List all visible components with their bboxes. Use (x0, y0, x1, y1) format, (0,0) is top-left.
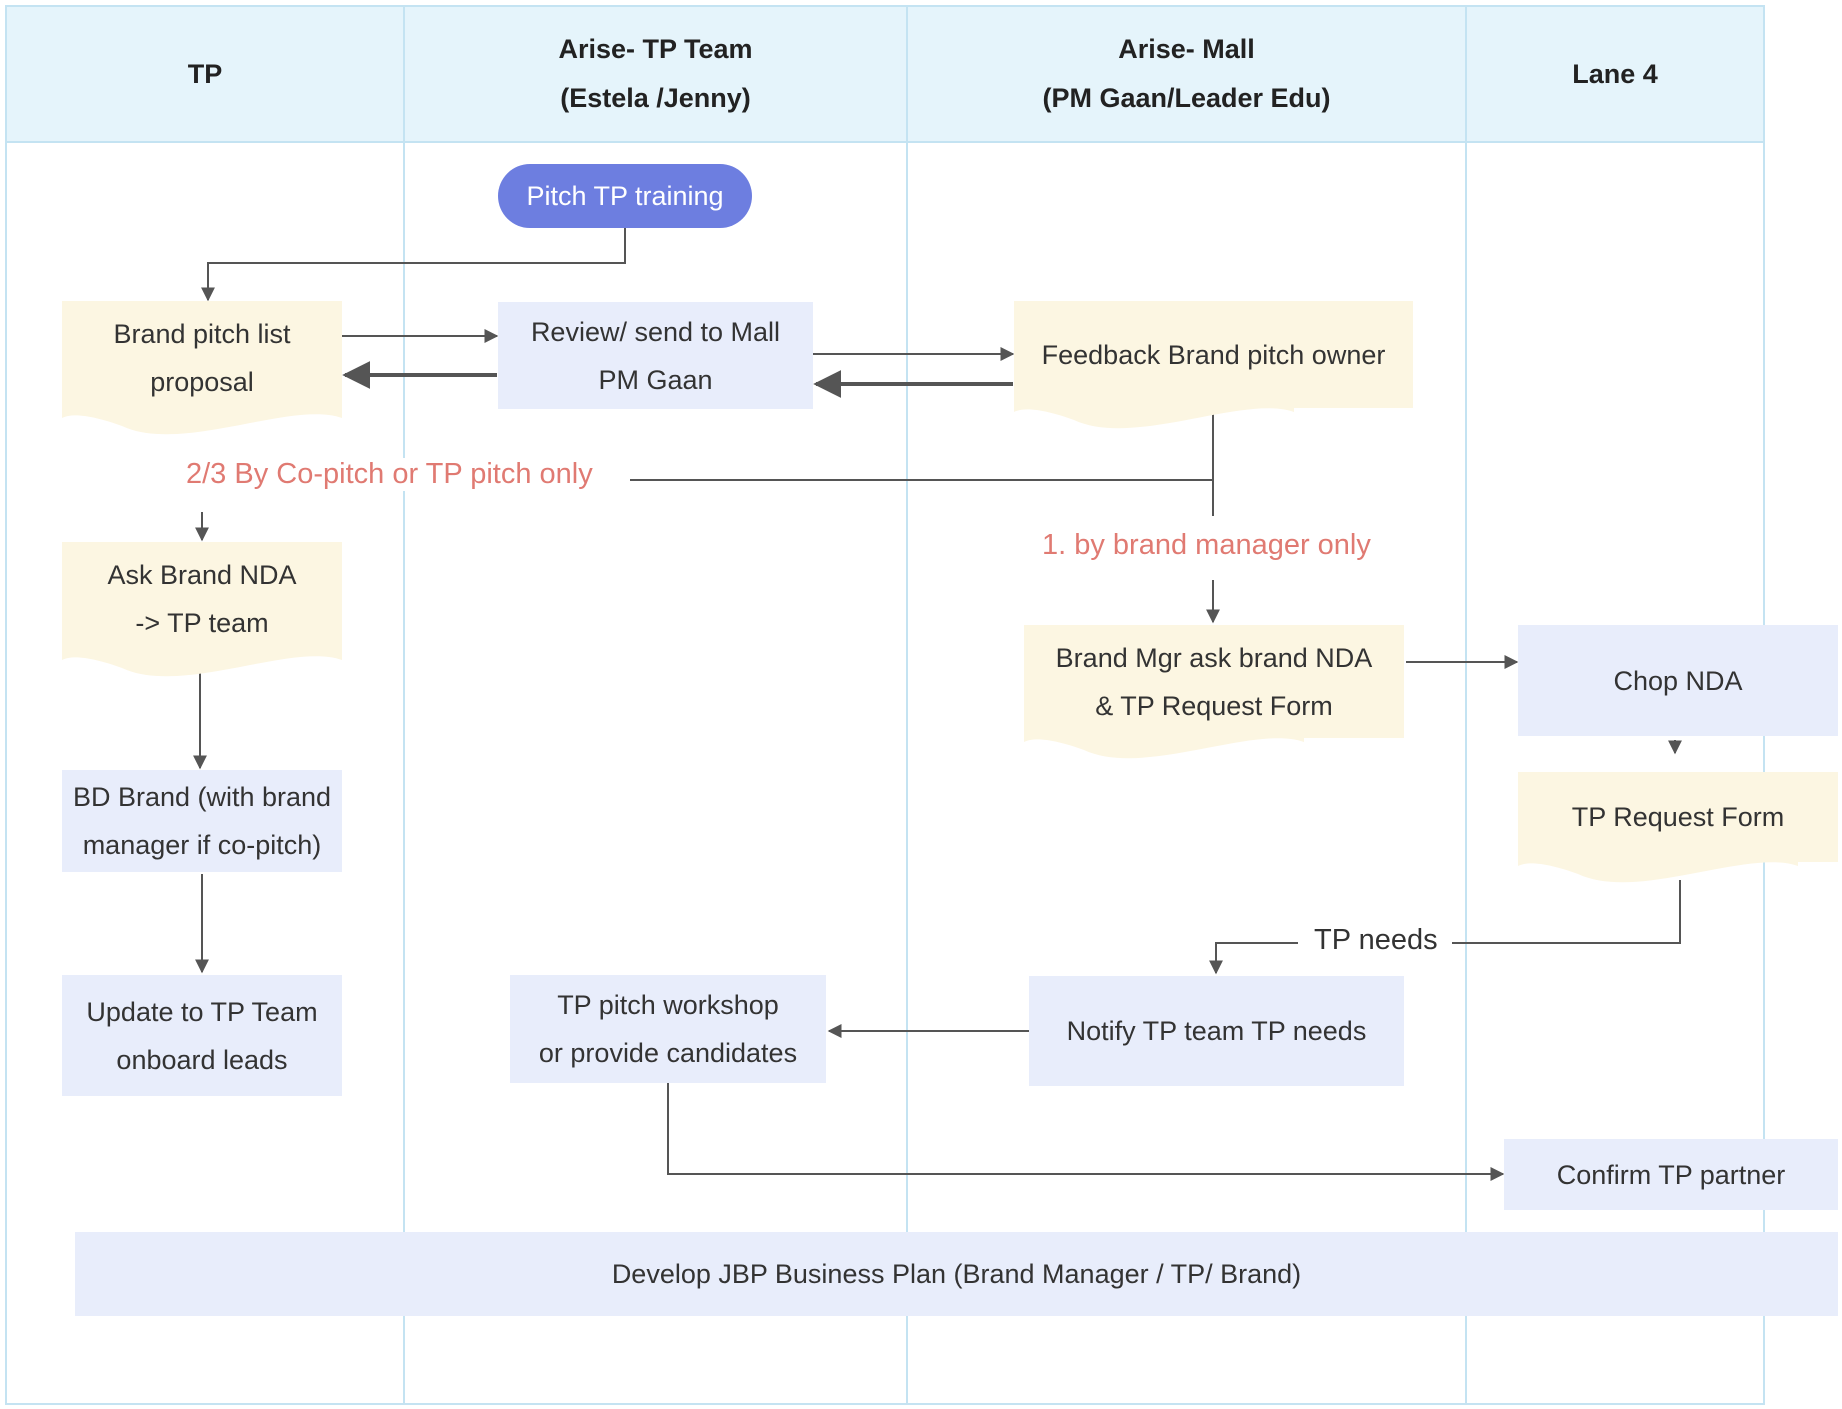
node-label: Pitch TP training (526, 181, 724, 211)
tp-needs-label: TP needs (1308, 924, 1444, 957)
node-label: TP pitch workshop or provide candidates (538, 990, 798, 1068)
review-send-process[interactable]: Review/ send to Mall PM Gaan (498, 302, 813, 409)
node-label: Chop NDA (1613, 665, 1743, 696)
confirm-tp-partner-process[interactable]: Confirm TP partner (1504, 1139, 1838, 1210)
node-label: Feedback Brand pitch owner (1041, 339, 1386, 370)
node-label: Develop JBP Business Plan (Brand Manager… (611, 1259, 1302, 1289)
lane-title: TP (187, 58, 223, 89)
node-label: Confirm TP partner (1556, 1159, 1786, 1190)
node-label: TP Request Form (1571, 802, 1785, 832)
lane-arise-mall: Arise- Mall (PM Gaan/Leader Edu) (906, 5, 1467, 1405)
node-label: Brand Mgr ask brand NDA & TP Request For… (1055, 642, 1373, 721)
connector-pitch-to-list (201, 228, 626, 302)
connector-workshop-to-confirm (667, 1083, 1505, 1181)
connector-tp-needs-to-notify (1209, 942, 1298, 975)
lane-title: Arise- TP Team (Estela /Jenny) (558, 34, 753, 113)
lane-title: Lane 4 (1572, 58, 1658, 89)
lane-header: Lane 4 (1467, 7, 1763, 143)
update-tp-team-process[interactable]: Update to TP Team onboard leads (62, 975, 342, 1096)
brand-manager-branch-label: 1. by brand manager only (1036, 529, 1377, 562)
tp-request-form-document[interactable]: TP Request Form (1518, 772, 1838, 862)
node-label: Update to TP Team onboard leads (86, 996, 318, 1075)
co-pitch-branch-label: 2/3 By Co-pitch or TP pitch only (180, 458, 599, 491)
node-label: Brand pitch list proposal (113, 318, 291, 397)
brand-mgr-ask-nda-document[interactable]: Brand Mgr ask brand NDA & TP Request For… (1024, 625, 1404, 738)
ask-brand-nda-document[interactable]: Ask Brand NDA -> TP team (62, 542, 342, 656)
lane-arise-tp-team: Arise- TP Team (Estela /Jenny) (403, 5, 908, 1405)
notify-tp-team-process[interactable]: Notify TP team TP needs (1029, 976, 1404, 1086)
lane-header: Arise- TP Team (Estela /Jenny) (405, 7, 906, 143)
lane-title: Arise- Mall (PM Gaan/Leader Edu) (1042, 34, 1331, 113)
pitch-tp-training-terminal[interactable]: Pitch TP training (498, 164, 752, 228)
bd-brand-process[interactable]: BD Brand (with brand manager if co-pitch… (62, 770, 342, 872)
brand-pitch-list-document[interactable]: Brand pitch list proposal (62, 301, 342, 414)
node-label: Notify TP team TP needs (1066, 1016, 1367, 1046)
tp-pitch-workshop-process[interactable]: TP pitch workshop or provide candidates (510, 975, 826, 1083)
node-label: Review/ send to Mall PM Gaan (530, 316, 781, 395)
lane-header: Arise- Mall (PM Gaan/Leader Edu) (908, 7, 1465, 143)
feedback-brand-pitch-owner-document[interactable]: Feedback Brand pitch owner (1014, 301, 1413, 408)
node-label: Ask Brand NDA -> TP team (107, 560, 297, 638)
node-label: BD Brand (with brand manager if co-pitch… (72, 782, 332, 860)
connector-form-to-notify (1452, 880, 1681, 944)
develop-jbp-business-plan-process[interactable]: Develop JBP Business Plan (Brand Manager… (75, 1232, 1838, 1316)
chop-nda-process[interactable]: Chop NDA (1518, 625, 1838, 736)
lane-tp: TP (5, 5, 405, 1405)
lane-header: TP (7, 7, 403, 143)
